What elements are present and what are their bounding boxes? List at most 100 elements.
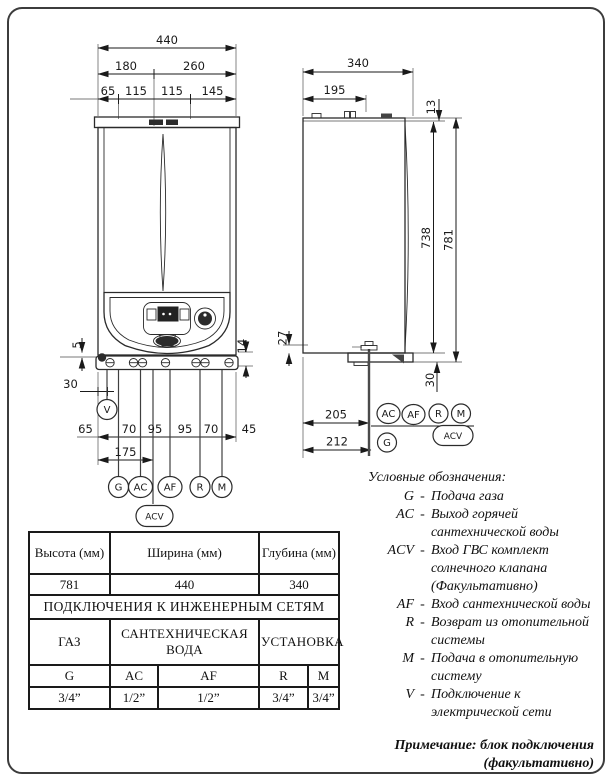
legend-separator: - [420, 687, 425, 702]
side-label-m: M [457, 409, 466, 420]
af-connection-bubble [157, 475, 183, 499]
legend-desc: Подключение к электрической сети [431, 687, 552, 720]
legend-item-acv: ACV - Вход ГВС комплект солнечного клапа… [368, 542, 602, 596]
header-height: Высота (мм) [28, 531, 111, 575]
pipe-valve [364, 341, 374, 346]
side-label-acv: ACV [444, 432, 463, 442]
control-knob [194, 307, 216, 330]
label-gas: G [115, 483, 123, 494]
legend-desc: Подача газа [431, 489, 504, 504]
dimension-labels: 440 180 260 65 115 115 145 65 70 95 95 7… [63, 33, 455, 459]
boiler-front-view [93, 116, 241, 528]
size-m: 3/4” [306, 686, 341, 710]
label-ac: AC [134, 483, 148, 494]
front-cap-vent-right [166, 119, 178, 125]
dim-side-depth-total: 340 [347, 56, 369, 70]
ac-connection-bubble [127, 475, 154, 499]
legend-desc: Выход горячей сантехнической воды [431, 507, 559, 540]
size-af: 1/2” [157, 686, 260, 710]
dim-bottom-seg-4: 95 [178, 422, 193, 436]
front-body [97, 126, 237, 356]
legend: Условные обозначения: G - Подача газа AC… [368, 469, 602, 773]
front-cap-vent-left [149, 119, 163, 125]
legend-item-v: V - Подключение к электрической сети [368, 686, 602, 722]
label-r: R [197, 483, 204, 494]
dim-side-top-offset: 13 [424, 100, 438, 115]
side-af-bubble [401, 403, 426, 426]
bracket-bolts [105, 358, 234, 368]
side-m-bubble [450, 403, 472, 424]
legend-item-ac: AC - Выход горячей сантехнической воды [368, 506, 602, 542]
section-title: ПОДКЛЮЧЕНИЯ К ИНЖЕНЕРНЫМ СЕТЯМ [27, 594, 341, 620]
label-m: M [218, 483, 227, 494]
header-depth: Глубина (мм) [257, 531, 341, 575]
legend-desc: Подача в отопительную систему [431, 651, 579, 684]
dim-front-seg-2: 115 [125, 84, 147, 98]
size-g: 3/4” [28, 686, 111, 710]
dim-side-flue-offset: 27 [276, 331, 290, 346]
legend-separator: - [420, 543, 425, 558]
dim-side-bottom-offset: 30 [423, 373, 437, 388]
legend-desc: Возврат из отопительной системы [431, 615, 589, 648]
legend-code: AF [396, 597, 414, 612]
dim-front-split-left: 180 [115, 59, 137, 73]
group-installation: УСТАНОВКА [257, 618, 343, 666]
dim-bottom-seg-2: 70 [122, 422, 137, 436]
lower-vent-oval [155, 336, 179, 346]
side-r-bubble [428, 403, 449, 424]
legend-item-r: R - Возврат из отопительной системы [368, 614, 602, 650]
electric-junction-dot [97, 353, 107, 362]
legend-item-m: M - Подача в отопительную систему [368, 650, 602, 686]
legend-separator: - [420, 597, 425, 612]
dim-electric-offset: 30 [63, 377, 78, 391]
size-r: 3/4” [258, 686, 309, 710]
dim-front-seg-4: 145 [202, 84, 224, 98]
side-label-gas: G [383, 438, 391, 449]
legend-code: G [403, 489, 414, 504]
front-seam-lens [159, 133, 167, 292]
dim-bottom-seg-1: 65 [78, 422, 93, 436]
side-label-ac: AC [382, 409, 396, 420]
dim-side-height-total: 781 [442, 229, 456, 251]
side-gas-bubble [376, 432, 398, 453]
spec-table: Высота (мм) Ширина (мм) Глубина (мм) 781… [27, 531, 343, 710]
dim-acv-offset: 175 [115, 445, 137, 459]
legend-separator: - [420, 489, 425, 504]
r-connection-bubble [189, 475, 211, 499]
legend-code: ACV [387, 543, 414, 558]
dim-side-height-body: 738 [419, 227, 433, 249]
wall-mount-wedge [392, 354, 404, 364]
boiler-side-view [302, 111, 474, 456]
legend-title: Условные обозначения: [368, 470, 507, 485]
legend-desc: Вход ГВС комплект солнечного клапана (Фа… [431, 543, 549, 594]
side-bottom-bracket [347, 352, 414, 363]
side-label-af: AF [407, 410, 420, 421]
value-depth: 340 [257, 573, 341, 596]
legend-item-g: G - Подача газа [368, 488, 602, 506]
dim-bracket-depth: 14 [235, 339, 249, 354]
dim-bottom-seg-6: 45 [242, 422, 257, 436]
code-af: AF [157, 664, 260, 688]
display-screen [157, 306, 179, 322]
dim-bottom-seg-3: 95 [148, 422, 163, 436]
dim-bottom-seg-5: 70 [204, 422, 219, 436]
group-gas: ГАЗ [28, 618, 111, 666]
dim-side-pipe-offset-1: 205 [325, 408, 347, 422]
dim-front-seg-1: 65 [101, 84, 116, 98]
front-bottom-bracket [95, 353, 239, 371]
side-top-bracket-3 [350, 111, 356, 119]
side-label-r: R [435, 409, 442, 420]
legend-code: R [405, 615, 414, 630]
code-m: M [306, 664, 341, 688]
legend-separator: - [420, 615, 425, 630]
connection-labels: V G AC AF R M ACV AC AF R M G ACV [104, 405, 466, 523]
legend-note: Примечание: блок подключения (факультати… [394, 738, 594, 771]
side-ac-bubble [376, 402, 401, 425]
electric-connection-bubble [96, 398, 118, 421]
dimension-lines [78, 44, 460, 464]
front-connection-pipes [106, 370, 223, 504]
side-top-bracket-4 [381, 113, 392, 118]
label-electric: V [104, 405, 111, 416]
value-width: 440 [109, 573, 260, 596]
side-back-bulge [404, 123, 409, 350]
